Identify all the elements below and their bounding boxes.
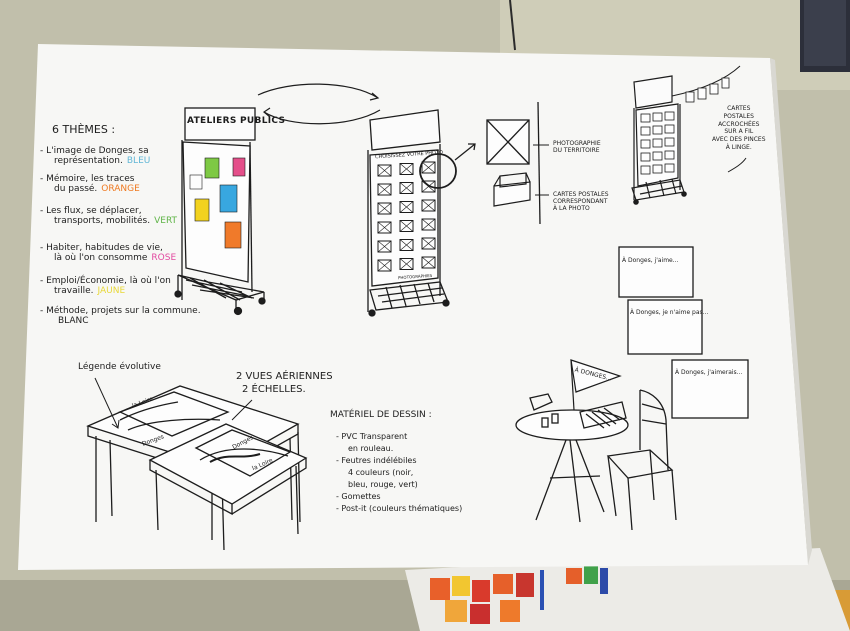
photo-grid-small (640, 111, 675, 175)
photo-thumb-cross (421, 161, 436, 174)
postits (189, 157, 246, 249)
notebook-cover (804, 0, 846, 66)
photo-thumb-cross (421, 256, 436, 269)
aerial-arrow (231, 399, 253, 421)
photo-thumb-small (664, 137, 675, 147)
bistro-table (515, 393, 629, 523)
theme-color-word: VERT (154, 216, 178, 226)
photo-thumb-small (640, 152, 651, 162)
sheet-below-postits (430, 566, 608, 624)
theme-color-word: BLEU (126, 156, 151, 166)
photo-thumb-small (652, 112, 663, 122)
theme-color-word: ORANGE (101, 184, 140, 194)
material-item: - PVC Transparent (336, 432, 408, 441)
theme-color-word: JAUNE (97, 286, 126, 296)
photo-thumb-small (652, 151, 663, 161)
photo-thumb-small (664, 111, 675, 121)
photo-thumb-cross (399, 163, 414, 175)
materials-title: MATÉRIEL DE DESSIN : (330, 410, 432, 420)
panel1-header: ATELIERS PUBLICS (187, 116, 286, 126)
tables (86, 385, 308, 551)
photo-thumb-cross (399, 220, 414, 232)
material-item: 4 couleurs (noir, (348, 468, 414, 477)
card-jaimerais: À Donges, j'aimerais... (675, 369, 743, 376)
photo-thumb-cross (399, 239, 414, 251)
highlight-circle (419, 153, 457, 189)
photo-thumb-cross (399, 258, 414, 270)
photo-thumb-small (640, 139, 651, 149)
theme-color-word: BLANC (58, 316, 89, 326)
swap-arrow-top (257, 83, 379, 99)
photo-thumb-cross (421, 218, 436, 231)
photo-thumb-small (664, 150, 675, 160)
theme-item: - Méthode, projets sur la commune.BLANC (40, 306, 201, 326)
material-item: - Post-it (couleurs thématiques) (336, 504, 463, 513)
photo-thumb-cross (377, 259, 392, 272)
theme-item: - Les flux, se déplacer,transports, mobi… (40, 206, 178, 226)
card-jaime-pas: À Donges, je n'aime pas... (630, 309, 709, 316)
photo-thumb-cross (377, 240, 392, 253)
material-item: en rouleau. (348, 444, 394, 453)
flag (570, 359, 622, 411)
photo-thumb-small (652, 164, 663, 174)
chair (606, 389, 677, 531)
material-item: bleu, rouge, vert) (348, 480, 418, 489)
photo-thumb-cross (377, 202, 392, 215)
photo-thumb-cross (377, 221, 392, 234)
themes-title: 6 THÈMES : (52, 123, 116, 136)
photo-thumb-small (640, 126, 651, 136)
hung-postcards (685, 77, 730, 103)
photo-thumb-small (652, 125, 663, 135)
photo-thumb-cross (399, 182, 414, 194)
photo-thumb-small (664, 124, 675, 134)
photo-thumb-cross (377, 183, 392, 196)
material-item: - Feutres indélébiles (336, 456, 417, 465)
wall-edge (509, 0, 516, 51)
photo-thumb-small (652, 138, 663, 148)
cards (618, 246, 749, 419)
photo-thumb-cross (421, 199, 436, 212)
photo-thumb-small (664, 163, 675, 173)
postcard-box (493, 172, 531, 207)
swap-arrow-bottom (263, 109, 381, 125)
photo-thumb-cross (421, 237, 436, 250)
photo-thumb-small (640, 165, 651, 175)
card-jaime: À Donges, j'aime... (622, 257, 679, 264)
photo-thumb-cross (377, 164, 392, 177)
divider-line (537, 101, 541, 225)
legend-arrow (94, 377, 119, 429)
legend-label: Légende évolutive (78, 362, 161, 372)
theme-color-word: ROSE (151, 253, 177, 263)
sheet-shadow (770, 58, 812, 565)
theme-item: - Habiter, habitudes de vie,là où l'on c… (40, 243, 177, 263)
zoom-arrow (454, 143, 476, 161)
photo-thumb-small (640, 113, 651, 123)
material-item: - Gomettes (336, 492, 381, 501)
zoomed-photo (486, 119, 530, 165)
photo-thumb-cross (399, 201, 414, 213)
